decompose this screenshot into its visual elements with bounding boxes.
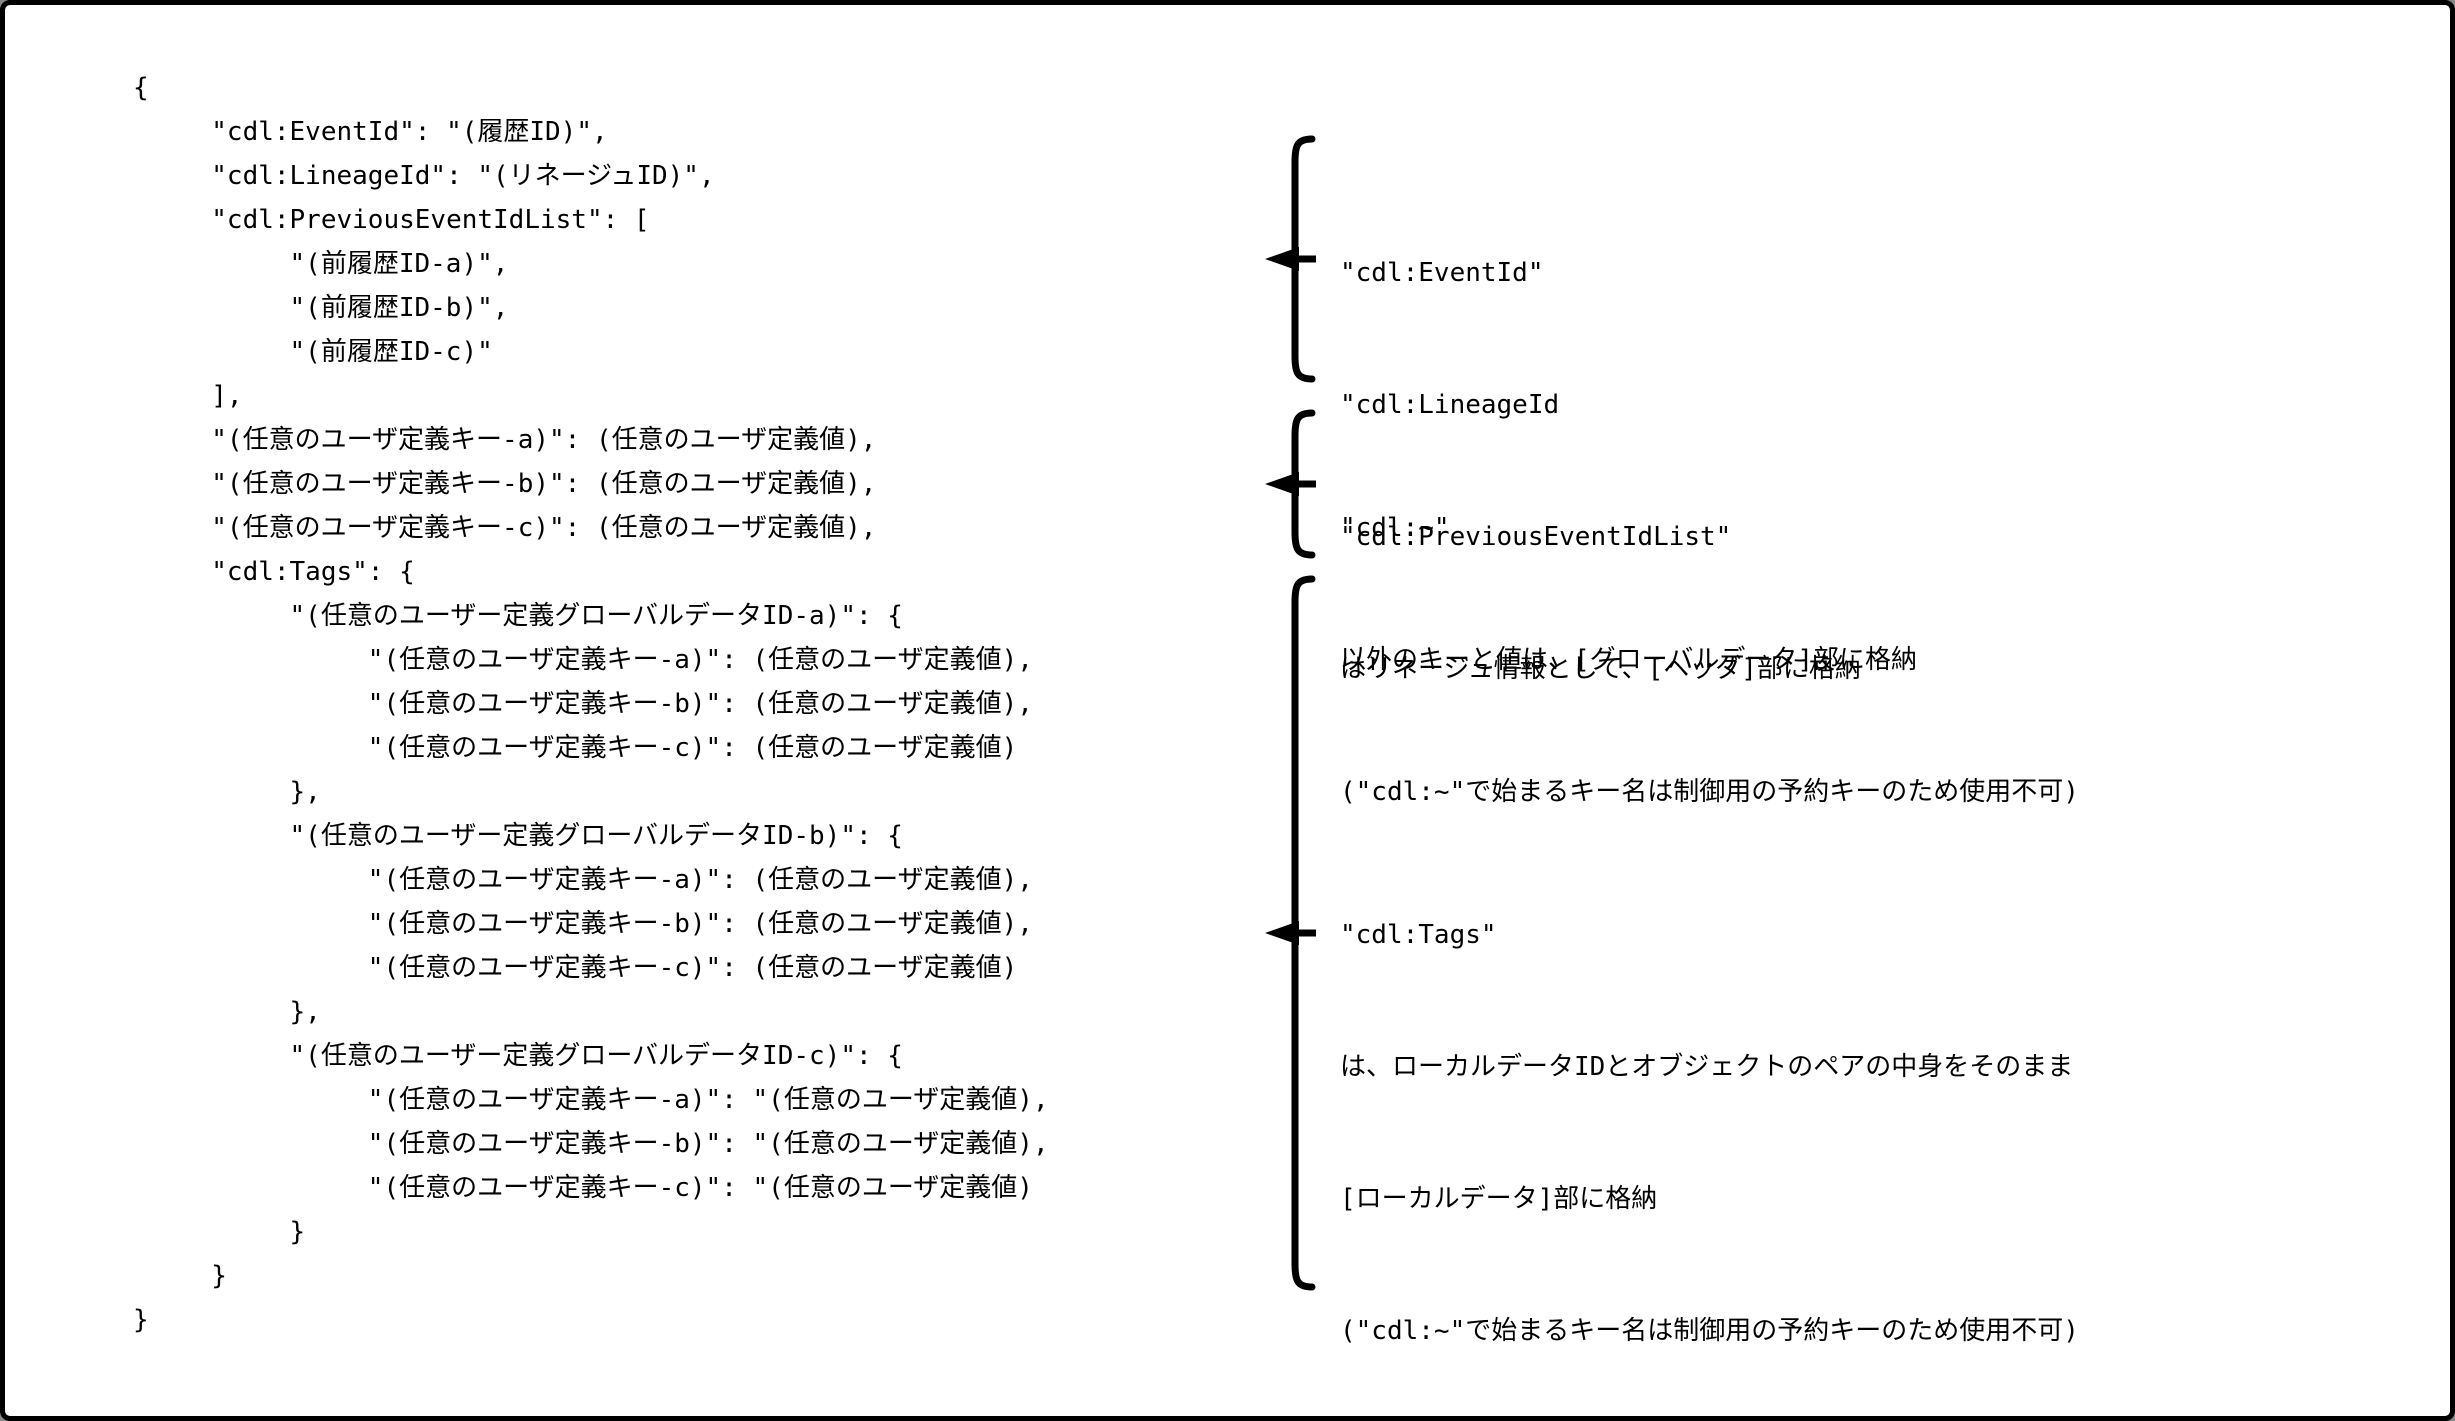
annotation-line: ("cdl:~"で始まるキー名は制御用の予約キーのため使用不可) [1340,1316,2079,1346]
annotation-global-data: "cdl:~" 以外のキーと値は、[グローバルデータ]部に格納 ("cdl:~"… [1340,418,2079,902]
annotation-line: ("cdl:~"で始まるキー名は制御用の予約キーのため使用不可) [1340,777,2079,807]
annotation-header: "cdl:EventId" "cdl:LineageId "cdl:Previo… [1340,163,1861,779]
curly-brace-icon [1262,135,1318,383]
json-code-block: { "cdl:EventId": "(履歴ID)", "cdl:LineageI… [133,73,1049,1335]
annotation-line: "cdl:LineageId [1340,390,1560,420]
annotation-line: は、ローカルデータIDとオブジェクトのペアの中身をそのまま [1340,1052,2074,1082]
annotation-line: はリネージュ情報として、[ヘッダ]部に格納 [1340,654,1861,684]
curly-brace-icon [1262,409,1318,559]
annotation-line: "cdl:PreviousEventIdList" [1340,522,1732,552]
annotation-local-data: "cdl:Tags" は、ローカルデータIDとオブジェクトのペアの中身をそのまま… [1340,825,2079,1416]
annotation-line: "cdl:~" [1340,513,1450,543]
annotation-line: [ローカルデータ]部に格納 [1340,1184,1658,1214]
curly-brace-icon [1262,575,1318,1291]
annotation-line: "cdl:Tags" [1340,920,1497,950]
annotation-line: "cdl:EventId" [1340,258,1544,288]
annotation-line: 以外のキーと値は、[グローバルデータ]部に格納 [1340,645,1918,675]
